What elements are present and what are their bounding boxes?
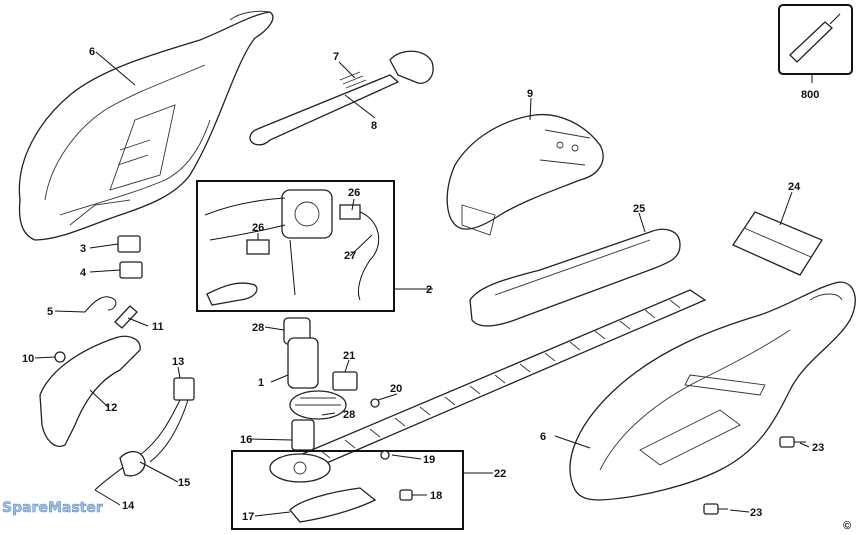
switch-parts[interactable] <box>117 235 143 279</box>
copyright-mark: © <box>843 520 851 532</box>
bolt-23b[interactable] <box>703 503 728 515</box>
switch-rod-assembly[interactable] <box>249 50 434 146</box>
label-6-right: 6 <box>540 431 546 443</box>
leader-lines <box>34 51 813 517</box>
label-15: 15 <box>178 477 190 489</box>
label-23-b: 23 <box>750 507 762 519</box>
label-800: 800 <box>801 89 819 101</box>
label-4: 4 <box>80 267 87 279</box>
label-17: 17 <box>242 511 254 523</box>
power-lead[interactable] <box>94 377 195 491</box>
blade-guard[interactable] <box>469 228 681 327</box>
bolt-23a[interactable] <box>779 436 806 448</box>
motor-wiring-kit[interactable] <box>204 189 380 306</box>
label-11: 11 <box>152 321 164 333</box>
clip[interactable] <box>114 305 138 329</box>
lubricant-applicator[interactable] <box>789 13 841 63</box>
part-800-box <box>778 4 853 75</box>
handle-cover[interactable] <box>446 113 604 236</box>
motor-wiring-box <box>196 180 395 312</box>
label-18: 18 <box>430 490 442 502</box>
label-25: 25 <box>633 203 645 215</box>
label-6-top: 6 <box>89 46 95 58</box>
label-27: 27 <box>344 250 356 262</box>
label-5: 5 <box>47 306 53 318</box>
label-2: 2 <box>426 284 432 296</box>
label-28-a: 28 <box>252 322 264 334</box>
screw-10[interactable] <box>54 351 66 363</box>
label-13: 13 <box>172 356 184 368</box>
label-23-a: 23 <box>812 442 824 454</box>
label-3: 3 <box>80 243 86 255</box>
label-1: 1 <box>258 377 264 389</box>
label-22: 22 <box>494 468 506 480</box>
gearbox-kit[interactable] <box>269 450 413 523</box>
housing-left-half[interactable] <box>18 10 274 241</box>
label-26-a: 26 <box>348 187 360 199</box>
warning-label[interactable] <box>732 211 823 276</box>
label-24: 24 <box>788 181 801 193</box>
gearbox-kit-box <box>231 450 464 530</box>
label-28-b: 28 <box>343 409 355 421</box>
hand-guard[interactable] <box>39 335 141 447</box>
label-19: 19 <box>423 454 435 466</box>
label-16: 16 <box>240 434 252 446</box>
label-26-b: 26 <box>252 222 264 234</box>
label-14: 14 <box>122 500 135 512</box>
label-8: 8 <box>371 120 377 132</box>
label-12: 12 <box>105 402 117 414</box>
cable[interactable] <box>84 296 117 313</box>
label-7: 7 <box>333 51 339 63</box>
label-10: 10 <box>22 353 34 365</box>
label-21: 21 <box>343 350 355 362</box>
label-20: 20 <box>390 383 402 395</box>
motor-gear-assembly[interactable] <box>283 317 380 451</box>
label-9: 9 <box>527 88 533 100</box>
housing-right-half[interactable] <box>569 281 856 501</box>
watermark-text: SpareMaster <box>2 500 103 516</box>
